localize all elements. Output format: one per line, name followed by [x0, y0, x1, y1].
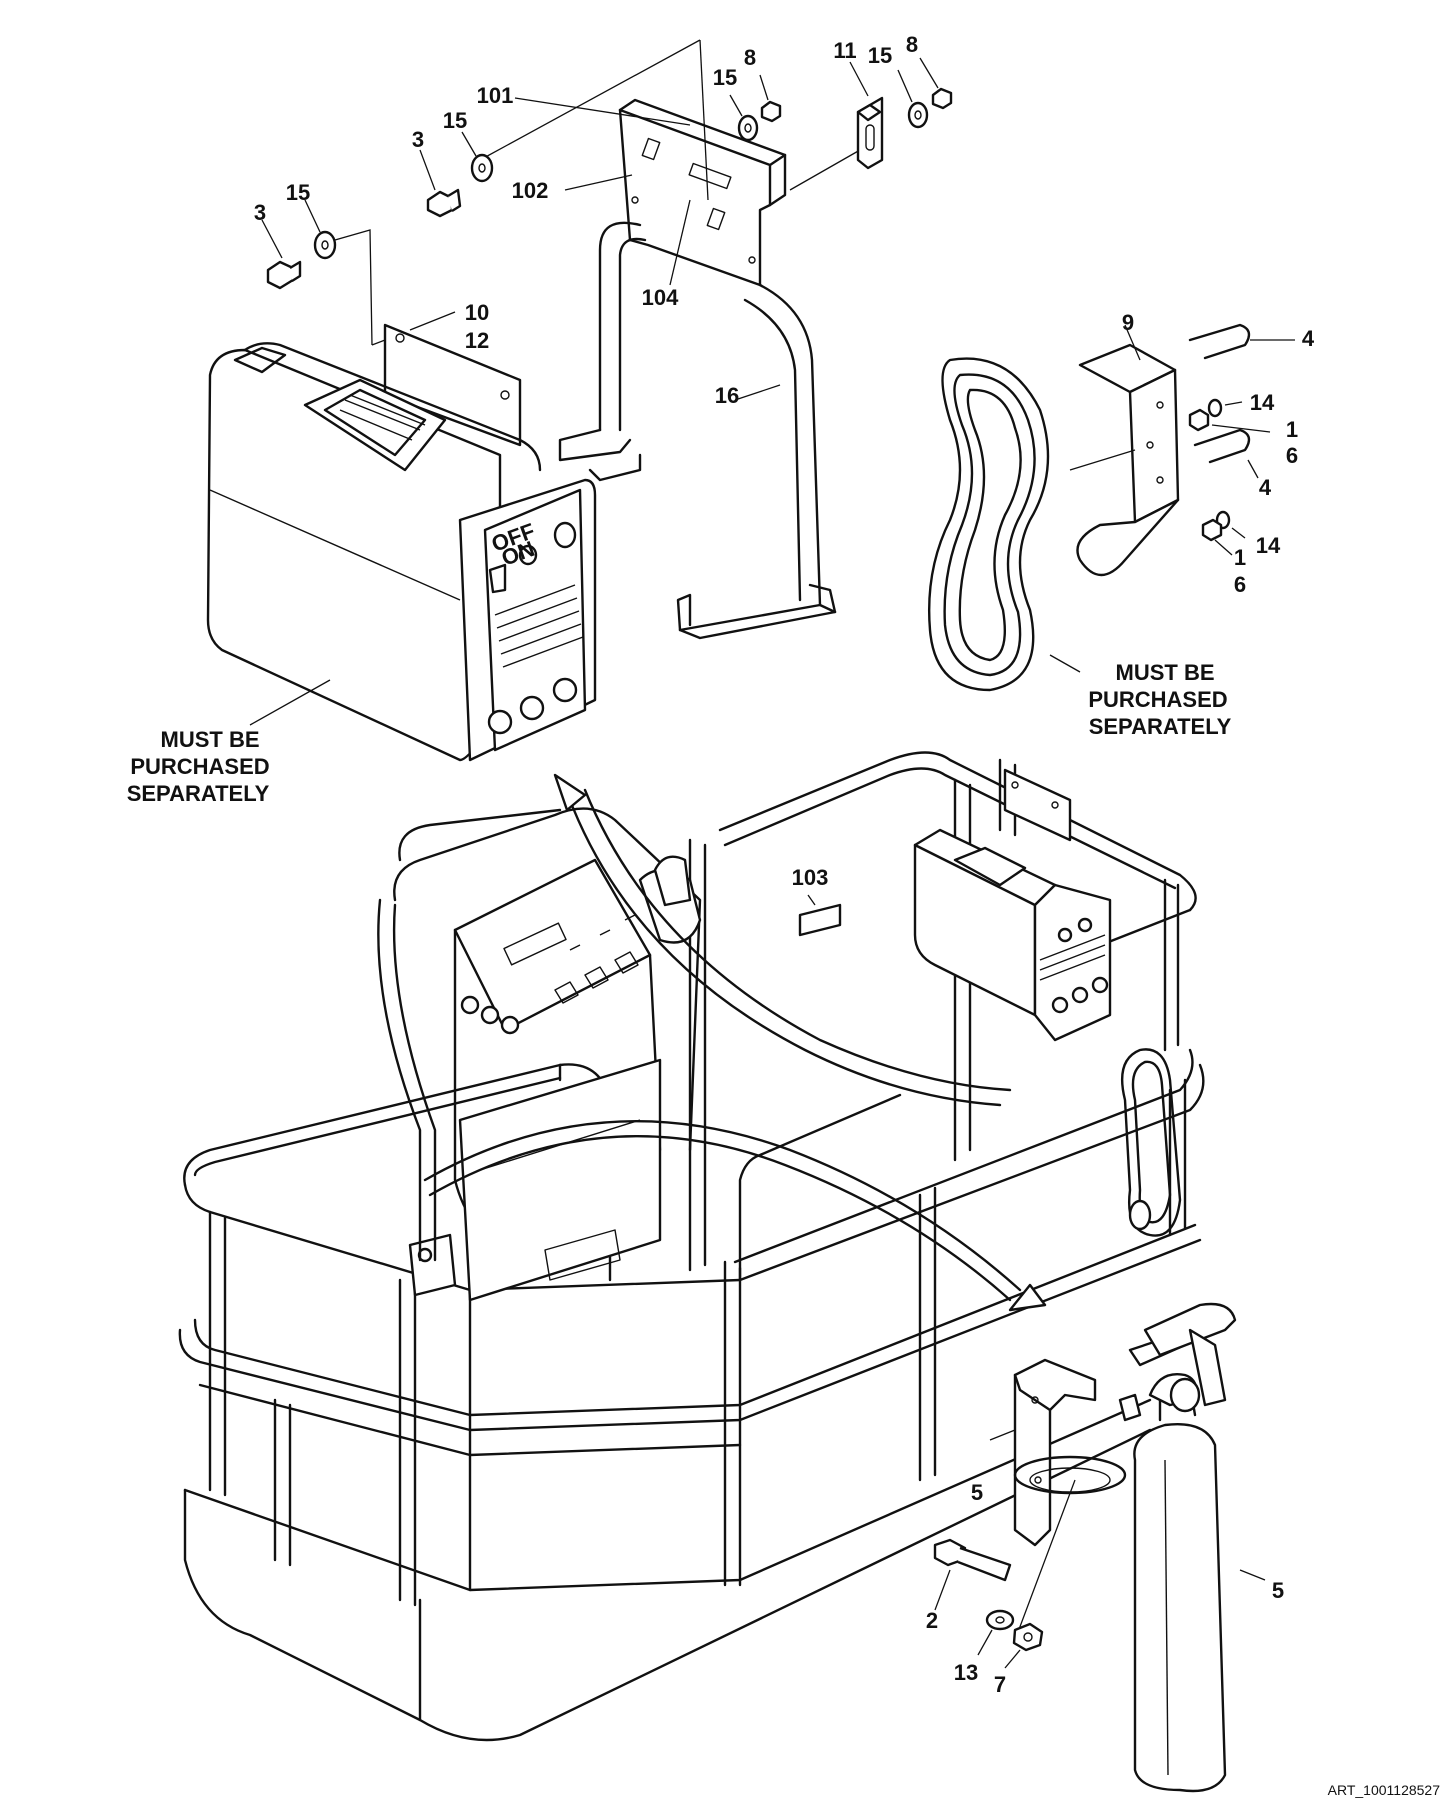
callout-12: 12 [465, 328, 489, 353]
callout-15-left: 15 [286, 180, 310, 205]
cable-note-line2: PURCHASED [1088, 687, 1227, 712]
control-console [377, 807, 702, 1302]
callout-9: 9 [1122, 310, 1134, 335]
callout-10: 10 [465, 300, 489, 325]
welder-note-line2: PURCHASED [130, 754, 269, 779]
callout-1-lower: 1 [1234, 545, 1246, 570]
decal-103 [798, 894, 842, 937]
cable-coil [927, 357, 1081, 692]
callout-8-plate: 8 [744, 45, 756, 70]
callout-3-upper: 3 [412, 127, 424, 152]
cable-note-line1: MUST BE [1116, 660, 1215, 685]
install-arrows [423, 773, 1047, 1312]
callout-8-right: 8 [906, 32, 918, 57]
callout-3-left: 3 [254, 200, 266, 225]
callout-1-upper: 1 [1286, 417, 1298, 442]
callout-5-bracket: 5 [971, 1480, 983, 1505]
callout-14-lower: 14 [1256, 533, 1281, 558]
callout-6-upper: 6 [1286, 443, 1298, 468]
callout-11: 11 [833, 38, 856, 63]
fire-extinguisher [1118, 1302, 1266, 1793]
callout-104: 104 [642, 285, 679, 310]
callout-103: 103 [792, 865, 829, 890]
callout-4-upper: 4 [1302, 326, 1315, 351]
callout-4-lower: 4 [1259, 475, 1272, 500]
callout-15-upper: 15 [443, 108, 467, 133]
callout-2: 2 [926, 1608, 938, 1633]
platform-basket [178, 751, 1205, 1742]
installed-welder [913, 758, 1112, 1042]
callout-15-right: 15 [868, 43, 892, 68]
callout-5-extinguisher: 5 [1272, 1578, 1284, 1603]
cable-hanger [1069, 323, 1295, 577]
mounting-frame [479, 39, 861, 640]
callout-13: 13 [954, 1660, 978, 1685]
cable-note-line3: SEPARATELY [1089, 714, 1232, 739]
extinguisher-bracket [933, 1358, 1127, 1669]
callout-14-upper: 14 [1250, 390, 1275, 415]
art-id: ART_1001128527 [1328, 1782, 1441, 1798]
callout-101: 101 [477, 83, 514, 108]
bolt-3-left [261, 219, 302, 290]
callout-102: 102 [512, 178, 549, 203]
installed-cable [1120, 1048, 1182, 1237]
welder-note-line3: SEPARATELY [127, 781, 270, 806]
callout-6-lower: 6 [1234, 572, 1246, 597]
welder-unit: OFF ON [206, 311, 597, 762]
callout-7: 7 [994, 1672, 1006, 1697]
hardware-top [261, 57, 953, 346]
callout-15-plate: 15 [713, 65, 737, 90]
callout-16: 16 [715, 383, 739, 408]
welder-note-line1: MUST BE [161, 727, 260, 752]
